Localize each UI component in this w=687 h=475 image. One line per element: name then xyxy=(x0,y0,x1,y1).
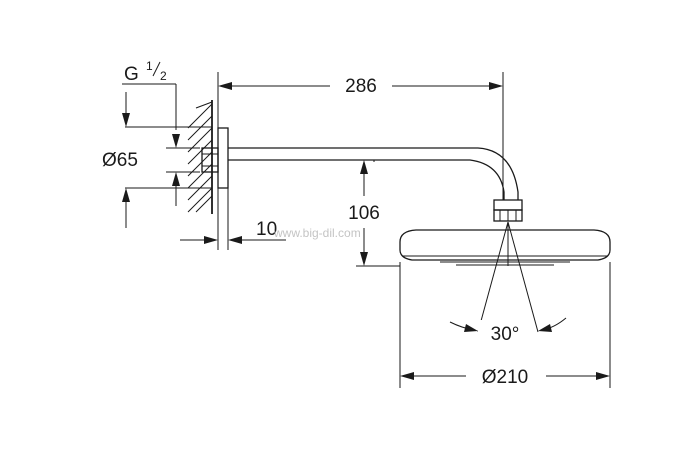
dim-spray-angle: 30° xyxy=(491,324,520,345)
dim-head-diameter: Ø210 xyxy=(482,367,528,388)
dimension-dia-65 xyxy=(122,92,212,228)
svg-text:1: 1 xyxy=(146,59,153,73)
svg-text:2: 2 xyxy=(160,69,167,83)
dim-arm-length: 286 xyxy=(345,76,377,97)
dim-drop-height: 106 xyxy=(348,203,380,224)
wall-flange xyxy=(217,127,229,189)
spray-angle-lines xyxy=(449,221,567,333)
dimension-dia-210 xyxy=(399,262,611,388)
shower-head xyxy=(399,229,611,266)
dim-flange-diameter: Ø65 xyxy=(102,150,138,171)
ball-joint xyxy=(493,199,523,222)
thread-connector xyxy=(201,147,219,173)
shower-arm xyxy=(228,147,519,200)
dimension-10 xyxy=(180,188,286,250)
dimension-286 xyxy=(217,72,504,200)
svg-text:G: G xyxy=(124,64,139,85)
dimension-106 xyxy=(356,159,400,267)
wall-hatching xyxy=(187,101,213,213)
thread-label: G 1 2 xyxy=(122,59,180,148)
watermark-text: www.big-dil.com xyxy=(273,226,361,240)
dim-wall-offset: 10 xyxy=(256,219,277,240)
